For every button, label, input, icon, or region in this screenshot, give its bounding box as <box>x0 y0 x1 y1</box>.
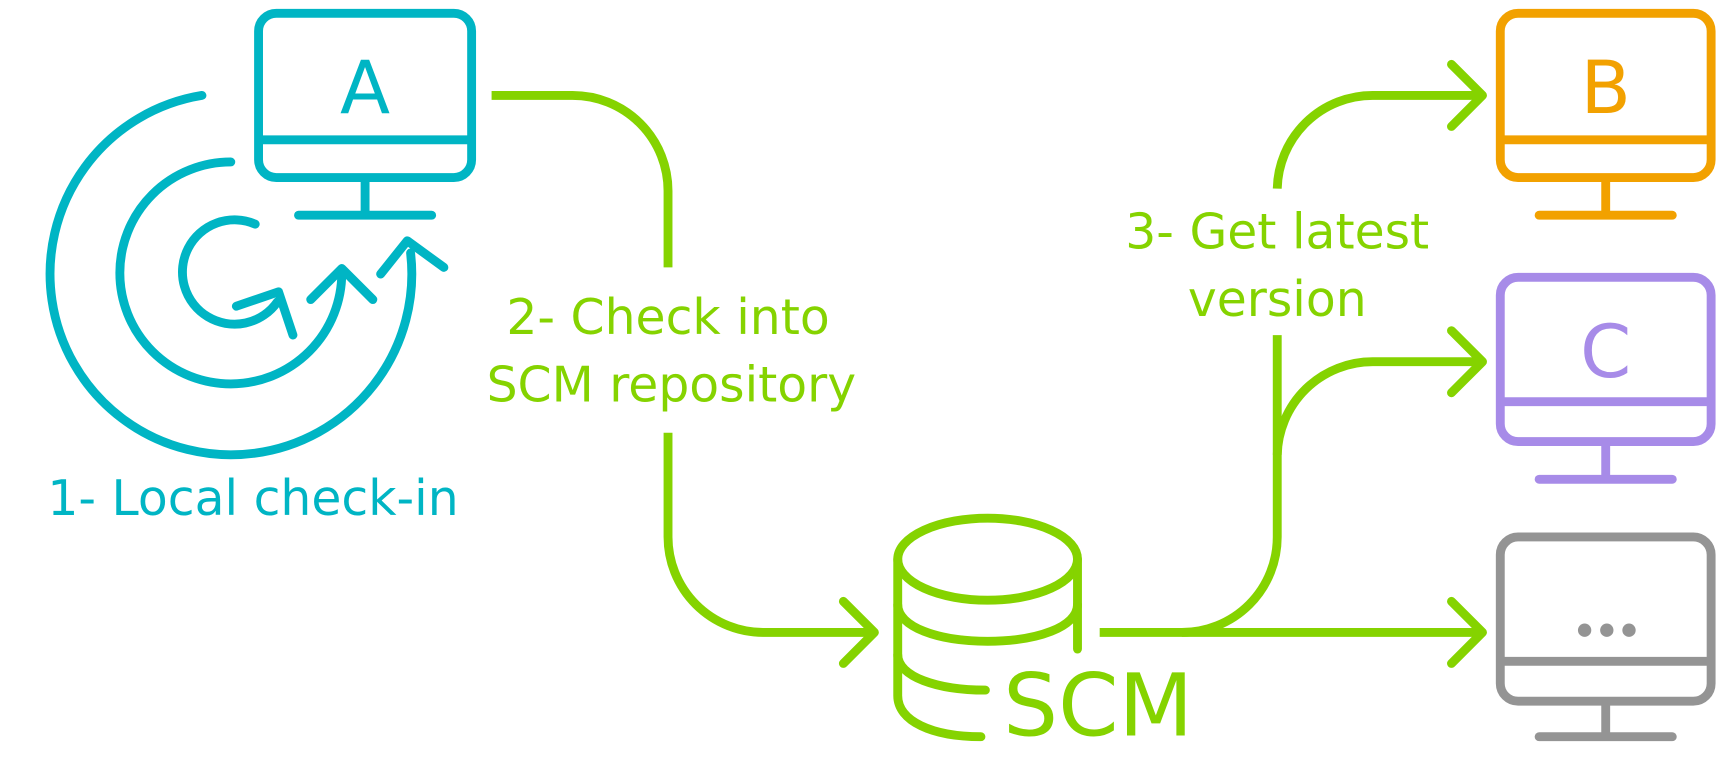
inner-arc <box>178 215 282 329</box>
arrowhead-to-c <box>1447 326 1487 398</box>
arrowhead-to-scm <box>838 596 879 668</box>
monitor-a-icon[interactable]: A <box>254 8 477 220</box>
database-icon: SCM <box>893 513 1193 757</box>
outer-arc <box>45 90 417 460</box>
monitor-a-label: A <box>340 46 390 131</box>
monitor-b-label: B <box>1581 46 1631 131</box>
arrowhead-to-more <box>1447 596 1487 668</box>
monitor-c-label: C <box>1580 310 1631 395</box>
check-in-arrow <box>491 90 879 668</box>
get-latest-arrows <box>1099 59 1487 668</box>
repository-label: SCM <box>1003 657 1193 757</box>
step3-caption-line1: 3- Get latest <box>1125 204 1429 261</box>
ellipsis-icon <box>1577 623 1636 637</box>
middle-arrowhead <box>306 264 378 304</box>
step2-caption-line2: SCM repository <box>487 357 857 414</box>
outer-arrowhead <box>376 236 449 279</box>
arrowhead-to-b <box>1447 59 1487 131</box>
monitor-more-icon[interactable] <box>1495 532 1716 742</box>
middle-arc <box>115 157 347 389</box>
step3-caption-line2: version <box>1188 271 1367 328</box>
circular-arrows-icon <box>45 90 449 460</box>
step2-caption-line1: 2- Check into <box>506 289 829 346</box>
monitor-c-icon[interactable]: C <box>1495 272 1716 484</box>
monitor-b-icon[interactable]: B <box>1495 8 1716 220</box>
step1-caption: 1- Local check-in <box>47 470 458 527</box>
inner-arrowhead <box>231 287 298 340</box>
